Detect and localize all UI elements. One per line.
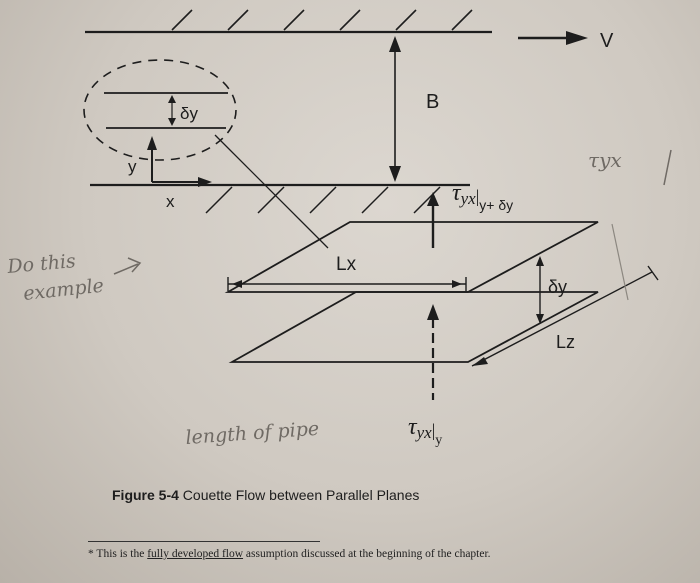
velocity-label: V	[600, 30, 614, 52]
inset-delta-y-label: δy	[180, 104, 198, 123]
handwritten-length-of-pipe: length of pipe	[185, 418, 320, 449]
delta-y-dimension	[536, 256, 544, 324]
top-stress-arrow	[427, 192, 439, 248]
handwritten-bracket	[611, 223, 629, 301]
top-stress-label: τyx|y+ δy	[452, 180, 513, 213]
footnote-emphasis: fully developed flow	[147, 548, 244, 560]
inset-detail	[83, 59, 329, 249]
coordinate-axes	[147, 136, 212, 187]
footnote-post: assumption discussed at the beginning of…	[245, 548, 491, 560]
x-axis-label: x	[166, 192, 175, 211]
bottom-stress-label: τyx|y	[408, 414, 442, 448]
handwritten-note-example: example	[22, 275, 105, 305]
bottom-stress-arrow	[427, 304, 439, 400]
handwritten-bar	[663, 149, 672, 186]
delta-y-label: δy	[548, 277, 567, 297]
velocity-arrow	[518, 31, 588, 45]
lx-label: Lx	[336, 254, 357, 275]
lower-element-face	[228, 291, 599, 363]
footnote-marker: *	[88, 548, 94, 560]
bottom-plate	[90, 183, 470, 214]
handwritten-tau-yx: τyx	[588, 148, 622, 172]
lz-label: Lz	[556, 332, 575, 352]
lz-dimension	[471, 265, 659, 367]
footnote: * This is the fully developed flow assum…	[88, 548, 491, 560]
gap-label: B	[426, 91, 439, 113]
footnote-rule	[88, 541, 320, 542]
figure-caption: Figure 5-4 Couette Flow between Parallel…	[112, 487, 419, 503]
handwritten-arrow	[113, 257, 142, 275]
figure-number: Figure 5-4	[112, 487, 179, 503]
figure-title: Couette Flow between Parallel Planes	[182, 487, 420, 503]
footnote-pre: This is the	[96, 548, 145, 560]
upper-element-face	[224, 221, 599, 293]
gap-arrow	[389, 36, 401, 182]
handwritten-note-do-this: Do this	[6, 250, 77, 278]
lx-dimension	[227, 277, 467, 291]
y-axis-label: y	[128, 157, 137, 176]
top-plate	[85, 9, 492, 34]
